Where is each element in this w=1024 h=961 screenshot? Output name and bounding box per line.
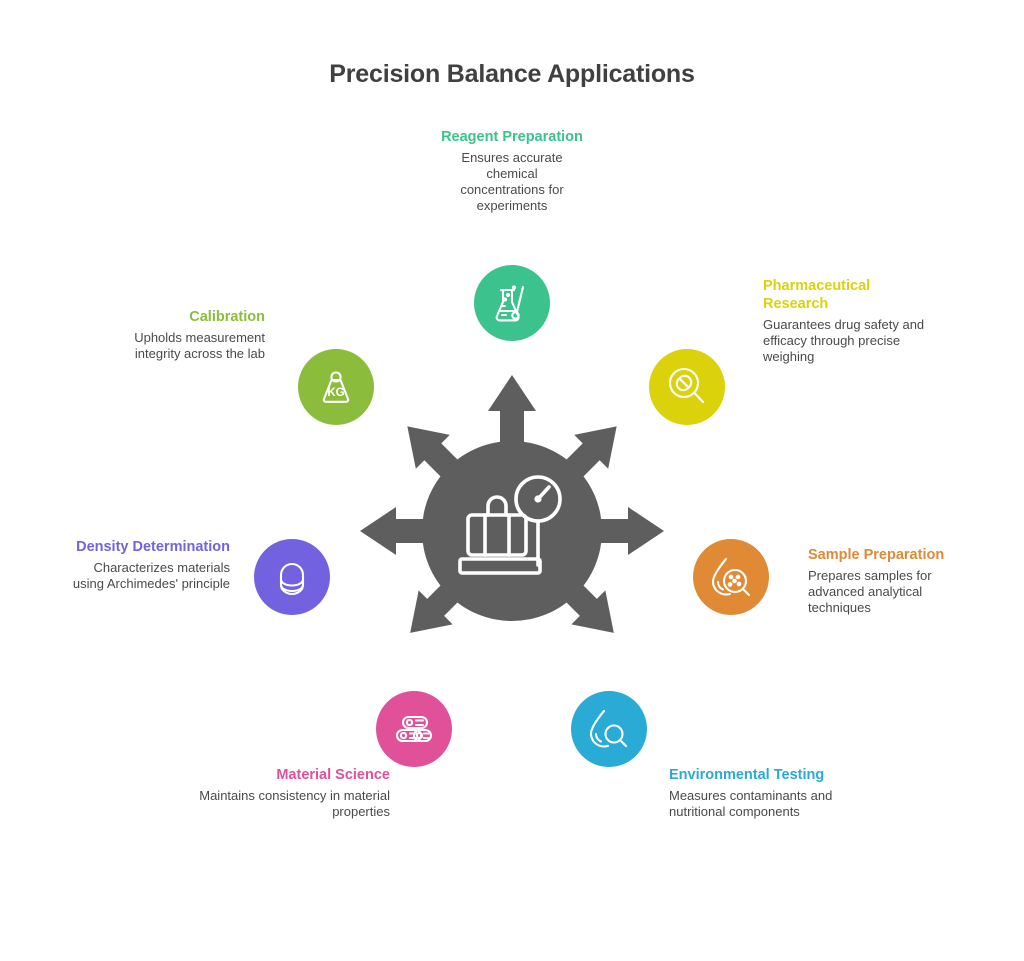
heading-density-determination: Density Determination <box>76 539 230 555</box>
label-density-determination: Density Determination Characterizes mate… <box>60 538 230 592</box>
droplet-magnifier-icon <box>589 709 628 748</box>
pill-magnifier-icon <box>668 367 705 404</box>
beaker-stirrer-icon <box>495 285 525 322</box>
body-environmental-testing: Measures contaminants and nutritional co… <box>669 788 833 819</box>
body-pharmaceutical-research: Guarantees drug safety and efficacy thro… <box>763 317 925 364</box>
heading-calibration: Calibration <box>189 309 265 325</box>
density-capsule-icon <box>279 563 305 595</box>
kg-weight-icon: KG <box>322 371 350 403</box>
label-environmental-testing: Environmental Testing Measures contamina… <box>669 766 844 820</box>
luggage-scale-icon <box>458 475 562 575</box>
node-icon-pharmaceutical-research[interactable] <box>649 349 725 425</box>
node-icon-material-science[interactable] <box>376 691 452 767</box>
label-reagent-preparation: Reagent Preparation Ensures accurate che… <box>412 128 612 214</box>
body-reagent-preparation: Ensures accurate chemical concentrations… <box>460 150 564 213</box>
label-pharmaceutical-research: Pharmaceutical Research Guarantees drug … <box>763 277 933 365</box>
body-sample-preparation: Prepares samples for advanced analytical… <box>808 568 932 615</box>
hub-circle <box>422 441 602 621</box>
body-density-determination: Characterizes materials using Archimedes… <box>72 560 230 591</box>
droplet-particles-magnifier-icon <box>711 557 751 597</box>
svg-text:KG: KG <box>327 387 344 399</box>
heading-pharmaceutical-research: Pharmaceutical Research <box>763 278 871 312</box>
page-title: Precision Balance Applications <box>329 60 695 88</box>
heading-material-science: Material Science <box>276 767 390 783</box>
label-material-science: Material Science Maintains consistency i… <box>175 766 390 820</box>
body-calibration: Upholds measurement integrity across the… <box>134 330 265 361</box>
heading-environmental-testing: Environmental Testing <box>669 767 825 783</box>
node-icon-calibration[interactable]: KG <box>298 349 374 425</box>
node-icon-sample-preparation[interactable] <box>693 539 769 615</box>
heading-reagent-preparation: Reagent Preparation <box>441 129 583 145</box>
node-icon-environmental-testing[interactable] <box>571 691 647 767</box>
label-calibration: Calibration Upholds measurement integrit… <box>90 308 265 362</box>
node-icon-reagent-preparation[interactable] <box>474 265 550 341</box>
node-icon-density-determination[interactable] <box>254 539 330 615</box>
material-layers-icon <box>395 715 433 743</box>
body-material-science: Maintains consistency in material proper… <box>199 788 390 819</box>
label-sample-preparation: Sample Preparation Prepares samples for … <box>808 546 976 616</box>
heading-sample-preparation: Sample Preparation <box>808 547 945 563</box>
